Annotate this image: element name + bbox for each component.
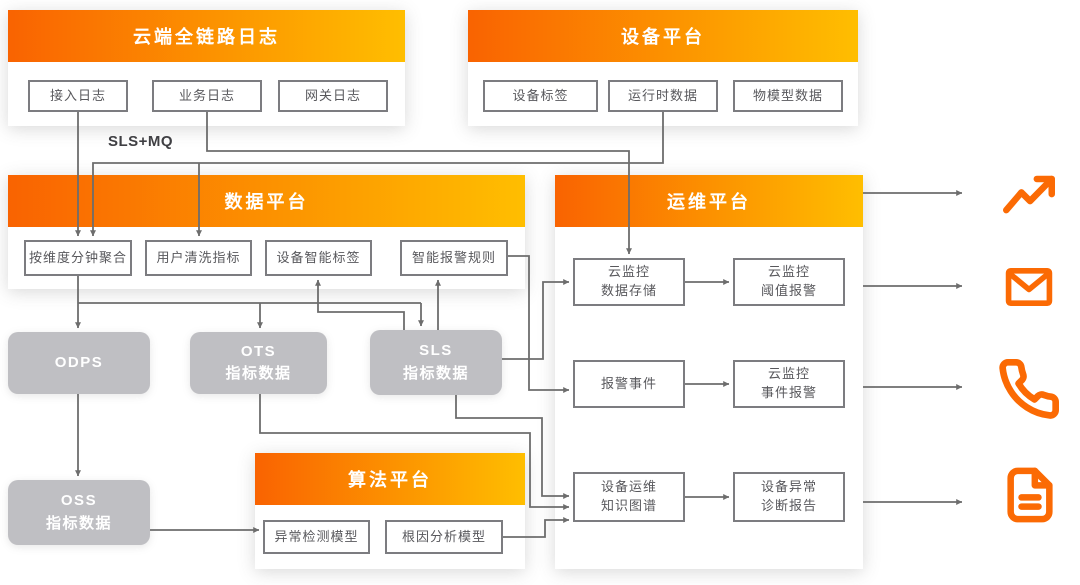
document-report-icon (1001, 464, 1059, 526)
node-alarm-event: 报警事件 (573, 360, 685, 408)
pipeline-label-sls-mq: SLS+MQ (108, 133, 174, 150)
node-device-anomaly-diagnosis-report: 设备异常 诊断报告 (733, 472, 845, 522)
store-odps: ODPS (8, 332, 150, 394)
node-device-ops-knowledge-graph: 设备运维 知识图谱 (573, 472, 685, 522)
node-cloudmonitor-event-alarm: 云监控 事件报警 (733, 360, 845, 408)
node-smart-alarm-rule: 智能报警规则 (400, 240, 508, 276)
node-gateway-log: 网关日志 (278, 80, 388, 112)
node-access-log: 接入日志 (28, 80, 128, 112)
node-device-smart-tag: 设备智能标签 (265, 240, 372, 276)
store-sls-metric-data: SLS 指标数据 (370, 330, 502, 395)
node-cloudmonitor-threshold-alarm: 云监控 阈值报警 (733, 258, 845, 306)
panel-title-algo: 算法平台 (255, 453, 525, 505)
panel-title-data: 数据平台 (8, 175, 525, 227)
store-ots-metric-data: OTS 指标数据 (190, 332, 327, 394)
store-oss-metric-data: OSS 指标数据 (8, 480, 150, 545)
node-user-clean-metrics: 用户清洗指标 (145, 240, 252, 276)
node-thing-model-data: 物模型数据 (733, 80, 843, 112)
mail-icon (999, 262, 1059, 312)
node-runtime-data: 运行时数据 (608, 80, 718, 112)
trend-up-icon (998, 169, 1060, 221)
node-cloudmonitor-data-storage: 云监控 数据存储 (573, 258, 685, 306)
panel-title-cloud-logs: 云端全链路日志 (8, 10, 405, 62)
node-root-cause-model: 根因分析模型 (385, 520, 503, 554)
panel-title-device: 设备平台 (468, 10, 858, 62)
node-device-tag: 设备标签 (483, 80, 598, 112)
phone-icon (997, 356, 1061, 422)
panel-title-ops: 运维平台 (555, 175, 863, 227)
node-minute-aggregation: 按维度分钟聚合 (24, 240, 132, 276)
node-anomaly-detection-model: 异常检测模型 (263, 520, 370, 554)
node-business-log: 业务日志 (152, 80, 262, 112)
